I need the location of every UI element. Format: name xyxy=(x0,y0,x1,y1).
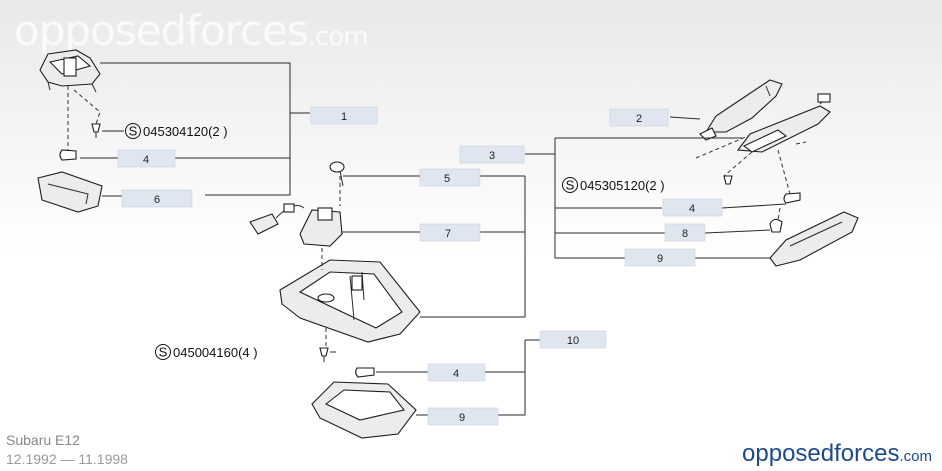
screw-center xyxy=(319,347,329,362)
callout-5[interactable]: 5 xyxy=(419,168,481,187)
brand-logo[interactable]: opposedforces.com xyxy=(742,440,932,468)
vehicle-model: Subaru E12 xyxy=(6,432,80,448)
screw-left-1 xyxy=(91,123,101,138)
cover-2 xyxy=(699,79,783,141)
callout-9b-label: 9 xyxy=(459,412,465,424)
callout-4a-label: 4 xyxy=(143,154,149,166)
brand-suffix: .com xyxy=(899,448,932,465)
callout-3-label: 3 xyxy=(489,150,495,162)
callout-10[interactable]: 10 xyxy=(539,330,607,349)
callout-3[interactable]: 3 xyxy=(459,145,525,164)
spec-screw-c: S 045004160(4 ) xyxy=(155,344,258,360)
map-lamp-assembly xyxy=(39,49,101,93)
bulb-4-right xyxy=(783,192,801,204)
spec-screw-c-text: 045004160(4 ) xyxy=(173,345,258,360)
callout-7-label: 7 xyxy=(445,228,451,240)
lens-9-right xyxy=(769,211,859,267)
callout-6-label: 6 xyxy=(154,194,160,206)
watermark-main: opposedforces xyxy=(14,6,309,55)
spec-screw-c-symbol: S xyxy=(159,345,168,360)
callout-9a[interactable]: 9 xyxy=(624,248,696,267)
spec-screw-a: S 045304120(2 ) xyxy=(125,123,228,139)
callout-4a[interactable]: 4 xyxy=(117,149,176,168)
callout-9a-label: 9 xyxy=(657,253,663,265)
callout-1[interactable]: 1 xyxy=(310,106,378,125)
watermark-suffix: .com xyxy=(307,22,369,52)
brand-main: opposedforces xyxy=(742,440,900,467)
spec-screw-b-symbol: S xyxy=(566,178,575,193)
callout-1-label: 1 xyxy=(341,111,347,123)
watermark: opposedforces.com xyxy=(14,6,369,55)
callout-10-label: 10 xyxy=(567,335,579,347)
callout-8[interactable]: 8 xyxy=(664,223,706,242)
callout-6[interactable]: 6 xyxy=(121,189,193,208)
callout-5-label: 5 xyxy=(444,173,450,185)
callout-2[interactable]: 2 xyxy=(609,108,669,127)
lamp-body-3 xyxy=(736,93,831,153)
callout-4c[interactable]: 4 xyxy=(427,363,486,382)
dome-housing-10 xyxy=(279,259,421,343)
callout-9b[interactable]: 9 xyxy=(427,407,499,426)
spec-screw-a-symbol: S xyxy=(129,124,138,139)
spec-screw-b: S 045305120(2 ) xyxy=(562,177,665,193)
spec-screw-b-text: 045305120(2 ) xyxy=(580,178,665,193)
lens-9-center xyxy=(311,381,417,439)
callout-4b[interactable]: 4 xyxy=(662,198,723,217)
spec-screw-a-text: 045304120(2 ) xyxy=(143,124,228,139)
socket-7 xyxy=(299,207,343,247)
callout-4c-label: 4 xyxy=(453,368,459,380)
production-dates: 12.1992 — 11.1998 xyxy=(6,451,128,467)
callout-7[interactable]: 7 xyxy=(419,223,481,242)
callout-2-label: 2 xyxy=(636,113,642,125)
callout-8-label: 8 xyxy=(682,228,688,240)
callout-4b-label: 4 xyxy=(689,203,695,215)
clip-8 xyxy=(769,218,783,233)
screw-5 xyxy=(329,161,345,187)
screw-right xyxy=(723,175,733,185)
connector-harness xyxy=(249,203,305,235)
bulb-4-center xyxy=(355,367,375,378)
lens-6 xyxy=(37,171,103,213)
bulb-4-left xyxy=(59,149,77,161)
